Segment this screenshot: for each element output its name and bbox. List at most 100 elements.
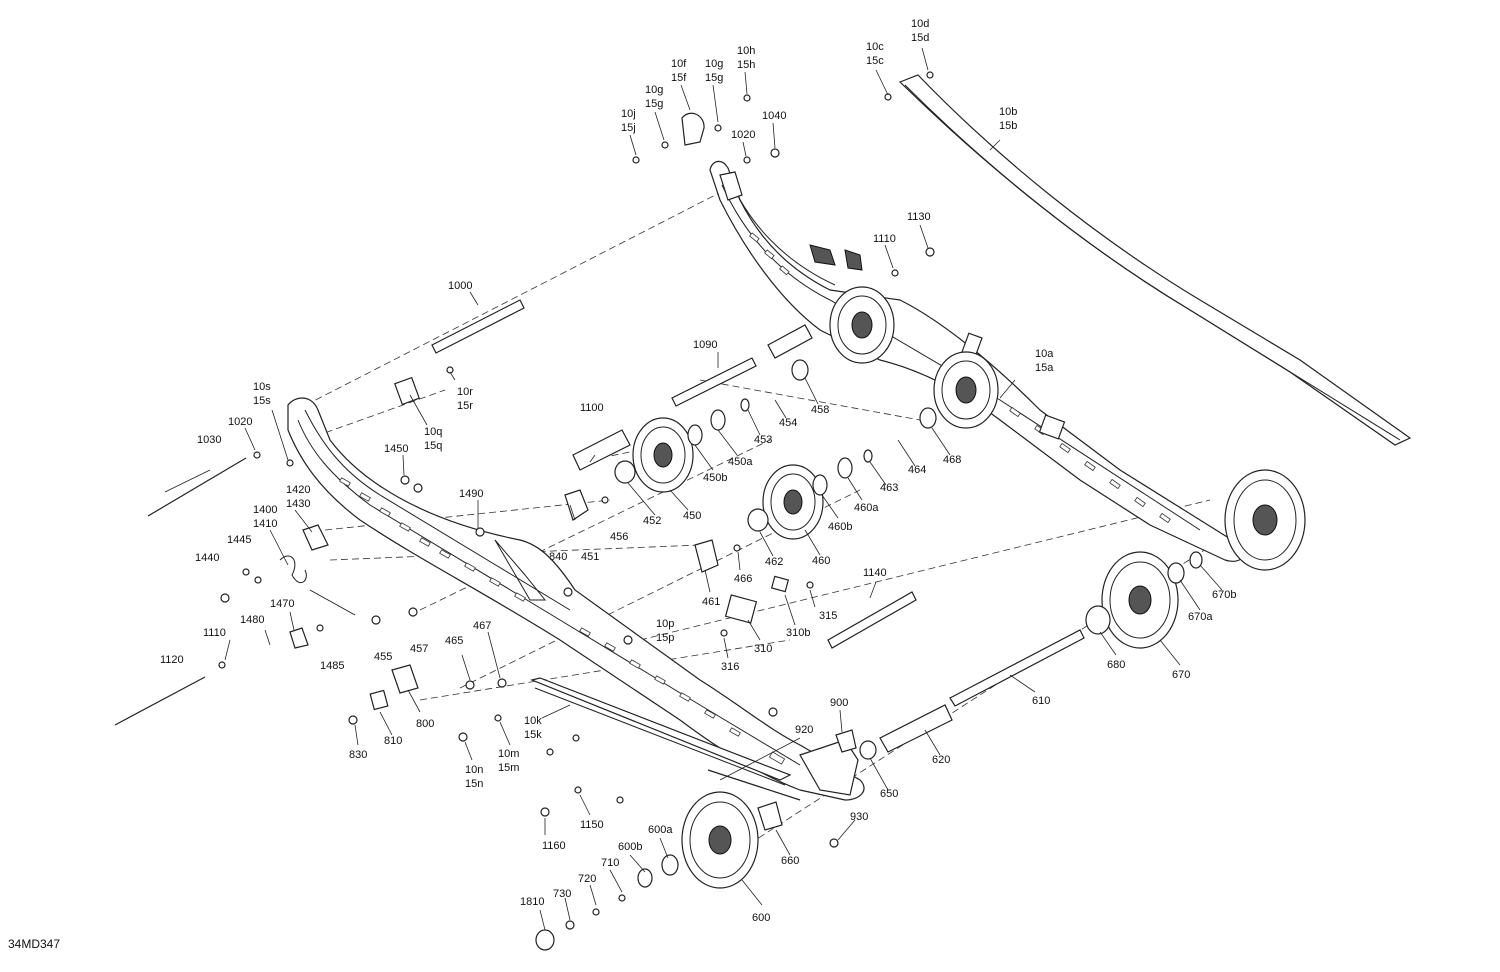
label-10a: 10a xyxy=(1035,348,1054,360)
label-15f: 15f xyxy=(671,72,687,84)
label-15j: 15j xyxy=(621,122,636,134)
label-1470: 1470 xyxy=(270,598,294,610)
label-830: 830 xyxy=(349,749,367,761)
slider-strip-10k xyxy=(530,677,792,786)
label-680: 680 xyxy=(1107,659,1125,671)
label-1090: 1090 xyxy=(693,339,717,351)
label-10s: 10s xyxy=(253,381,271,393)
label-10k: 10k xyxy=(524,715,542,727)
label-10g-left: 10g xyxy=(645,84,663,96)
label-453: 453 xyxy=(754,434,772,446)
label-670a: 670a xyxy=(1188,611,1213,623)
label-15s: 15s xyxy=(253,395,271,407)
label-15n: 15n xyxy=(465,778,483,790)
label-900: 900 xyxy=(830,697,848,709)
label-454: 454 xyxy=(779,417,797,429)
label-315: 315 xyxy=(819,610,837,622)
label-810: 810 xyxy=(384,735,402,747)
label-1150: 1150 xyxy=(580,819,604,831)
label-456: 456 xyxy=(610,531,628,543)
label-10h: 10h xyxy=(737,45,755,57)
label-1030: 1030 xyxy=(197,434,221,446)
label-451: 451 xyxy=(581,551,599,563)
label-15b: 15b xyxy=(999,120,1017,132)
left-rail xyxy=(287,397,865,801)
label-1100: 1100 xyxy=(580,402,604,414)
label-455: 455 xyxy=(374,651,392,663)
label-670: 670 xyxy=(1172,669,1190,681)
wheel-upper-right-2 xyxy=(933,351,999,429)
label-650: 650 xyxy=(880,788,898,800)
small-parts xyxy=(279,112,857,831)
label-1485: 1485 xyxy=(320,660,344,672)
label-10j: 10j xyxy=(621,108,636,120)
label-600b: 600b xyxy=(618,841,642,853)
label-920: 920 xyxy=(795,724,813,736)
wheel-600 xyxy=(681,791,759,889)
label-610: 610 xyxy=(1032,695,1050,707)
label-461: 461 xyxy=(702,596,720,608)
label-15c: 15c xyxy=(866,55,884,67)
label-1110-right: 1110 xyxy=(873,233,896,245)
label-620: 620 xyxy=(932,754,950,766)
label-10m: 10m xyxy=(498,748,519,760)
wheel-670 xyxy=(1101,551,1179,649)
label-450a: 450a xyxy=(728,456,753,468)
label-462: 462 xyxy=(765,556,783,568)
leader-lines xyxy=(164,47,1223,931)
label-463: 463 xyxy=(880,482,898,494)
label-10q: 10q xyxy=(424,426,442,438)
label-15g-left: 15g xyxy=(645,98,663,110)
label-10f: 10f xyxy=(671,58,687,70)
label-1130: 1130 xyxy=(907,211,931,223)
fasteners xyxy=(218,71,935,930)
label-1440: 1440 xyxy=(195,552,219,564)
label-600: 600 xyxy=(752,912,770,924)
label-10n: 10n xyxy=(465,764,483,776)
label-1040: 1040 xyxy=(762,110,786,122)
label-457: 457 xyxy=(410,643,428,655)
wheel-450 xyxy=(632,417,694,493)
wheel-upper-right-1 xyxy=(829,286,895,364)
label-15k: 15k xyxy=(524,729,542,741)
label-1020-left: 1020 xyxy=(228,416,252,428)
diagram-code: 34MD347 xyxy=(8,937,60,951)
label-1140: 1140 xyxy=(863,567,887,579)
label-840: 840 xyxy=(549,551,567,563)
label-600a: 600a xyxy=(648,824,673,836)
label-1490: 1490 xyxy=(459,488,483,500)
label-15r: 15r xyxy=(457,400,473,412)
label-15m: 15m xyxy=(498,762,519,774)
label-1450: 1450 xyxy=(384,443,408,455)
label-10d: 10d xyxy=(911,18,929,30)
label-1400: 1400 xyxy=(253,504,277,516)
label-1110-left: 1110 xyxy=(203,627,226,639)
label-466: 466 xyxy=(734,573,752,585)
label-800: 800 xyxy=(416,718,434,730)
label-720: 720 xyxy=(578,873,596,885)
label-464: 464 xyxy=(908,464,926,476)
label-15g-top: 15g xyxy=(705,72,723,84)
label-460: 460 xyxy=(812,555,830,567)
label-465: 465 xyxy=(445,635,463,647)
label-1000: 1000 xyxy=(448,280,472,292)
label-1430: 1430 xyxy=(286,498,310,510)
label-468: 468 xyxy=(943,454,961,466)
shafts xyxy=(114,299,1085,801)
label-452: 452 xyxy=(643,515,661,527)
label-10b: 10b xyxy=(999,106,1017,118)
label-10p: 10p xyxy=(656,618,674,630)
label-730: 730 xyxy=(553,888,571,900)
label-10r: 10r xyxy=(457,386,473,398)
label-15p: 15p xyxy=(656,632,674,644)
label-460b: 460b xyxy=(828,521,852,533)
label-15a: 15a xyxy=(1035,362,1054,374)
label-450b: 450b xyxy=(703,472,727,484)
label-458: 458 xyxy=(811,404,829,416)
label-1480: 1480 xyxy=(240,614,264,626)
label-310: 310 xyxy=(754,643,772,655)
label-15q: 15q xyxy=(424,440,442,452)
label-467: 467 xyxy=(473,620,491,632)
label-1410: 1410 xyxy=(253,518,277,530)
